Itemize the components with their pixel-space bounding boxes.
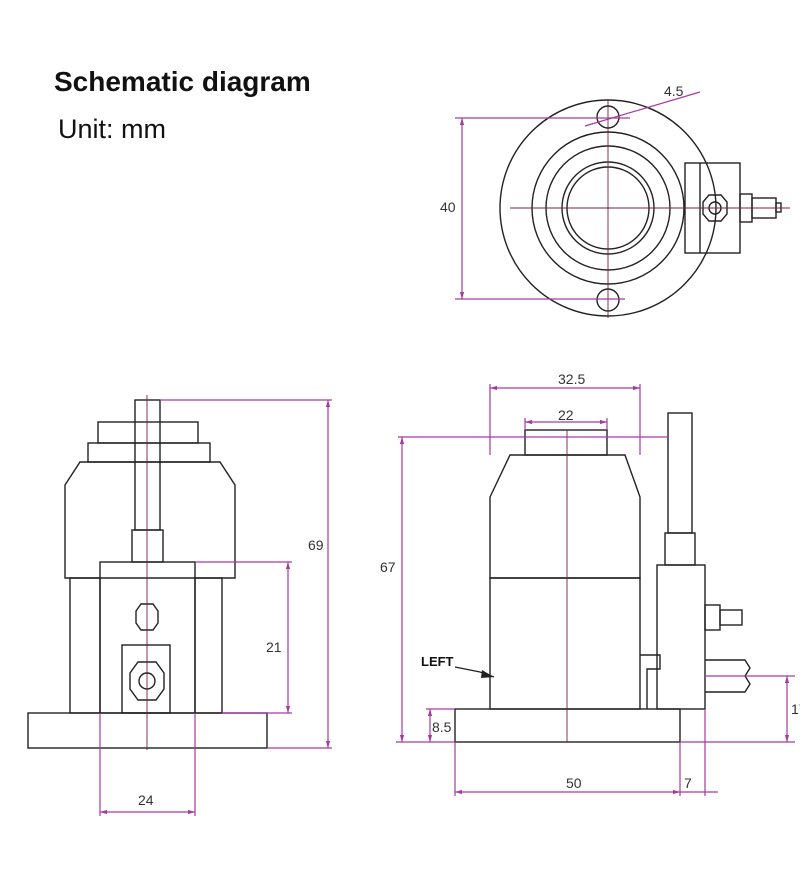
top-view: 40 4.5 [440, 83, 790, 318]
dim-24: 24 [138, 792, 154, 808]
dim-22: 22 [558, 407, 574, 423]
dim-21: 21 [266, 639, 282, 655]
dim-50: 50 [566, 775, 582, 791]
dim-32.5: 32.5 [558, 371, 585, 387]
side-view: 32.5 22 67 8.5 17 50 7 LEFT [380, 371, 800, 796]
dim-67: 67 [380, 559, 396, 575]
dim-17: 17 [791, 701, 800, 717]
page-title: Schematic diagram [54, 66, 311, 97]
front-view: 69 21 24 [27, 395, 332, 816]
left-label: LEFT [421, 654, 454, 669]
dim-69: 69 [308, 537, 324, 553]
dim-8.5: 8.5 [432, 719, 452, 735]
dim-40: 40 [440, 199, 456, 215]
unit-label: Unit: mm [58, 114, 166, 144]
dim-4.5: 4.5 [664, 83, 684, 99]
dim-7: 7 [684, 775, 692, 791]
